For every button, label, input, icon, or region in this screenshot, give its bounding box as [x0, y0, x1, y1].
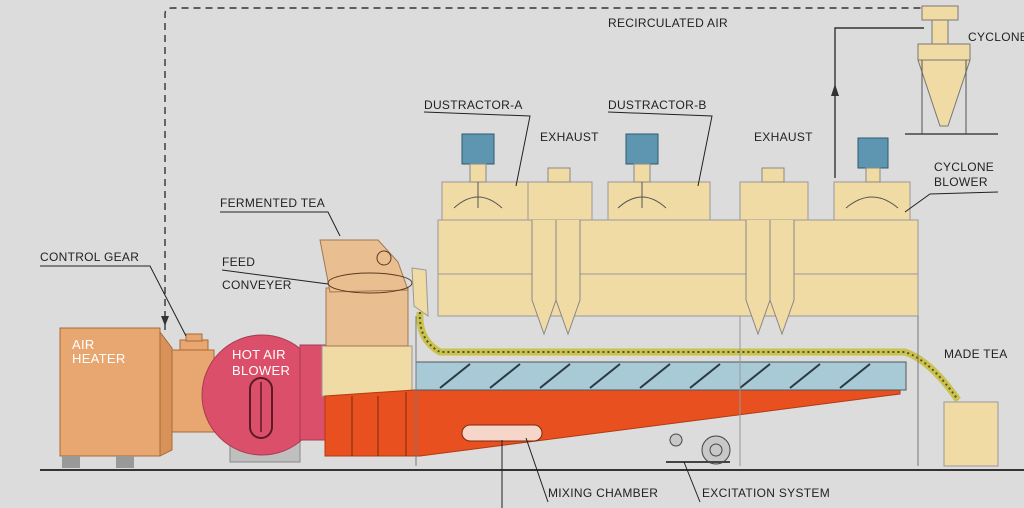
leader-mixing-chamber [525, 437, 549, 503]
label-hot-air-blower-line1: HOT AIR [232, 347, 286, 362]
recirculated-air-arrow [161, 316, 169, 326]
label-recirculated-air: RECIRCULATED AIR [608, 16, 728, 30]
label-exhaust-2: EXHAUST [754, 130, 813, 144]
label-fermented-tea: FERMENTED TEA [220, 196, 326, 210]
label-hot-air-blower-line2: BLOWER [232, 363, 291, 378]
label-excitation-system: EXCITATION SYSTEM [702, 486, 831, 500]
leader-excitation-system [683, 461, 701, 503]
dustractor-b [607, 133, 809, 336]
leader-cyclone-blower [904, 191, 999, 213]
label-air-heater-line2: HEATER [72, 351, 126, 366]
label-feed-line2: CONVEYER [222, 278, 292, 292]
leader-fermented-tea [220, 211, 341, 237]
cyclone-blower [833, 137, 911, 221]
label-air-heater-line1: AIR [72, 337, 95, 352]
cyclone-duct-arrow [831, 84, 839, 96]
leader-dustractor-b [607, 111, 713, 187]
feed-conveyer [319, 239, 429, 397]
leader-feed-conveyer [221, 269, 329, 285]
dryer-body [415, 219, 919, 466]
label-cyclone-blower-line2: BLOWER [934, 175, 988, 189]
label-mixing-chamber: MIXING CHAMBER [548, 486, 659, 500]
label-cyclone: CYCLONE [968, 30, 1024, 44]
cyclone [905, 5, 998, 135]
excitation-system [666, 433, 731, 465]
drying-bed [415, 361, 907, 391]
label-dustractor-b: DUSTRACTOR-B [608, 98, 707, 112]
label-dustractor-a: DUSTRACTOR-A [424, 98, 523, 112]
tea-stream-texture [418, 311, 959, 401]
label-control-gear: CONTROL GEAR [40, 250, 140, 264]
leader-control-gear [40, 265, 187, 337]
air-heater [59, 327, 215, 468]
hot-air-blower [201, 334, 326, 463]
made-tea-bin [943, 401, 999, 467]
dustractor-a [441, 133, 593, 336]
mixing-chamber [324, 389, 901, 457]
leader-dustractor-a [423, 111, 531, 187]
label-feed-line1: FEED [222, 255, 256, 269]
label-exhaust-1: EXHAUST [540, 130, 599, 144]
recirculated-air-duct [164, 7, 935, 330]
label-made-tea: MADE TEA [944, 347, 1008, 361]
cyclone-duct [834, 27, 924, 178]
label-cyclone-blower-line1: CYCLONE [934, 160, 995, 174]
